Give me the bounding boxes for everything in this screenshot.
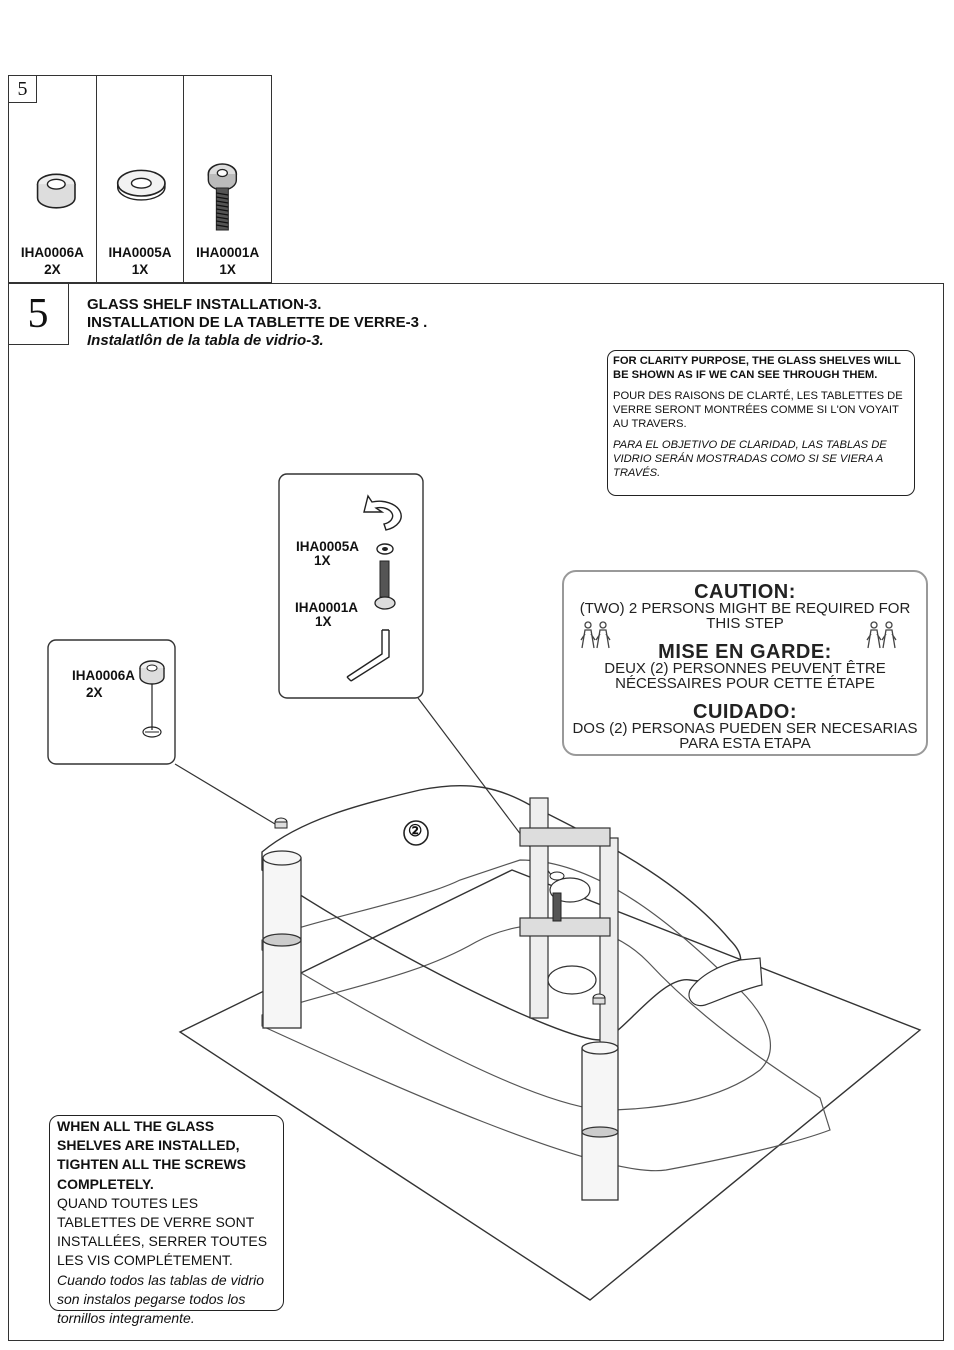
spacer-ring-icon (274, 817, 288, 829)
final-note-es: Cuando todos las tablas de vidrio son in… (57, 1271, 265, 1327)
caution-heading-fr: MISE EN GARDE: (658, 641, 832, 663)
clarity-note-en: FOR CLARITY PURPOSE, THE GLASS SHELVES W… (613, 355, 901, 381)
screw-icon (374, 560, 396, 610)
final-note: WHEN ALL THE GLASS SHELVES ARE INSTALLED… (49, 1115, 284, 1326)
step-title: GLASS SHELF INSTALLATION-3. INSTALLATION… (87, 296, 427, 350)
detail-washer-qty: 1X (314, 553, 331, 568)
caution-heading-es: CUIDADO: (693, 701, 797, 723)
screw-icon (549, 871, 565, 922)
part-code: IHA0006A (20, 245, 84, 260)
hand-illustration (688, 957, 763, 1007)
detail-spacer-code: IHA0006A (72, 668, 136, 683)
title-fr: INSTALLATION DE LA TABLETTE DE VERRE-3 . (87, 314, 428, 331)
detail-screw-code: IHA0001A (295, 600, 359, 615)
spacer-ring-icon (139, 660, 165, 685)
shelf-number-marker (403, 820, 429, 846)
step-frame (8, 283, 944, 1341)
two-persons-icon (866, 621, 897, 649)
caution-heading-en: CAUTION: (694, 581, 796, 603)
parts-step-number: 5 (9, 76, 37, 103)
two-persons-icon (580, 621, 611, 649)
clarity-note-fr: POUR DES RAISONS DE CLARTÉ, LES TABLETTE… (613, 390, 903, 430)
caution-body-es: DOS (2) PERSONAS PUEDEN SER NECESARIAS P… (572, 720, 918, 752)
shelf-number-label: ② (408, 823, 423, 840)
clarity-note-es: PARA EL OBJETIVO DE CLARIDAD, LAS TABLAS… (613, 439, 887, 479)
part-item: IHA0006A 2X (9, 76, 97, 282)
detail-washer-code: IHA0005A (296, 539, 360, 554)
caution-body-fr: DEUX (2) PERSONNES PEUVENT ÊTRE NÉCESSAI… (604, 660, 886, 692)
part-item: IHA0005A 1X (97, 76, 185, 282)
part-qty: 1X (131, 262, 149, 277)
part-item: IHA0001A 1X (184, 76, 271, 282)
caution-body-en: (TWO) 2 PERSONS MIGHT BE REQUIRED FOR TH… (579, 600, 911, 632)
final-note-fr: QUAND TOUTES LES TABLETTES DE VERRE SONT… (57, 1194, 268, 1269)
spacer-detail-callout (47, 639, 176, 765)
part-code: IHA0001A (196, 245, 260, 260)
step-number: 5 (8, 283, 69, 345)
final-note-en: WHEN ALL THE GLASS SHELVES ARE INSTALLED… (57, 1118, 246, 1192)
parts-list: 5 IHA0006A 2X IHA0005A 1X (8, 75, 272, 283)
washer-icon (116, 169, 166, 201)
part-qty: 2X (44, 262, 61, 277)
part-qty: 1X (219, 262, 236, 277)
title-es: Instalatlôn de la tabla de vidrio-3. (87, 332, 324, 349)
caution-box: CAUTION: (TWO) 2 PERSONS MIGHT BE REQUIR… (562, 570, 928, 756)
screw-icon (207, 163, 238, 231)
spacer-ring-icon (592, 993, 606, 1005)
spacer-ring-icon (36, 173, 76, 209)
detail-screw-qty: 1X (315, 614, 332, 629)
rotate-arrow-icon (363, 494, 402, 531)
screw-detail-callout (278, 473, 424, 699)
part-code: IHA0005A (108, 245, 172, 260)
allen-key-icon (346, 629, 390, 682)
back-upright (519, 797, 619, 1049)
title-en: GLASS SHELF INSTALLATION-3. (87, 296, 322, 313)
right-pole (581, 1041, 619, 1201)
clarity-note: FOR CLARITY PURPOSE, THE GLASS SHELVES W… (607, 350, 915, 496)
detail-spacer-qty: 2X (86, 685, 103, 700)
front-pole (262, 850, 302, 1029)
